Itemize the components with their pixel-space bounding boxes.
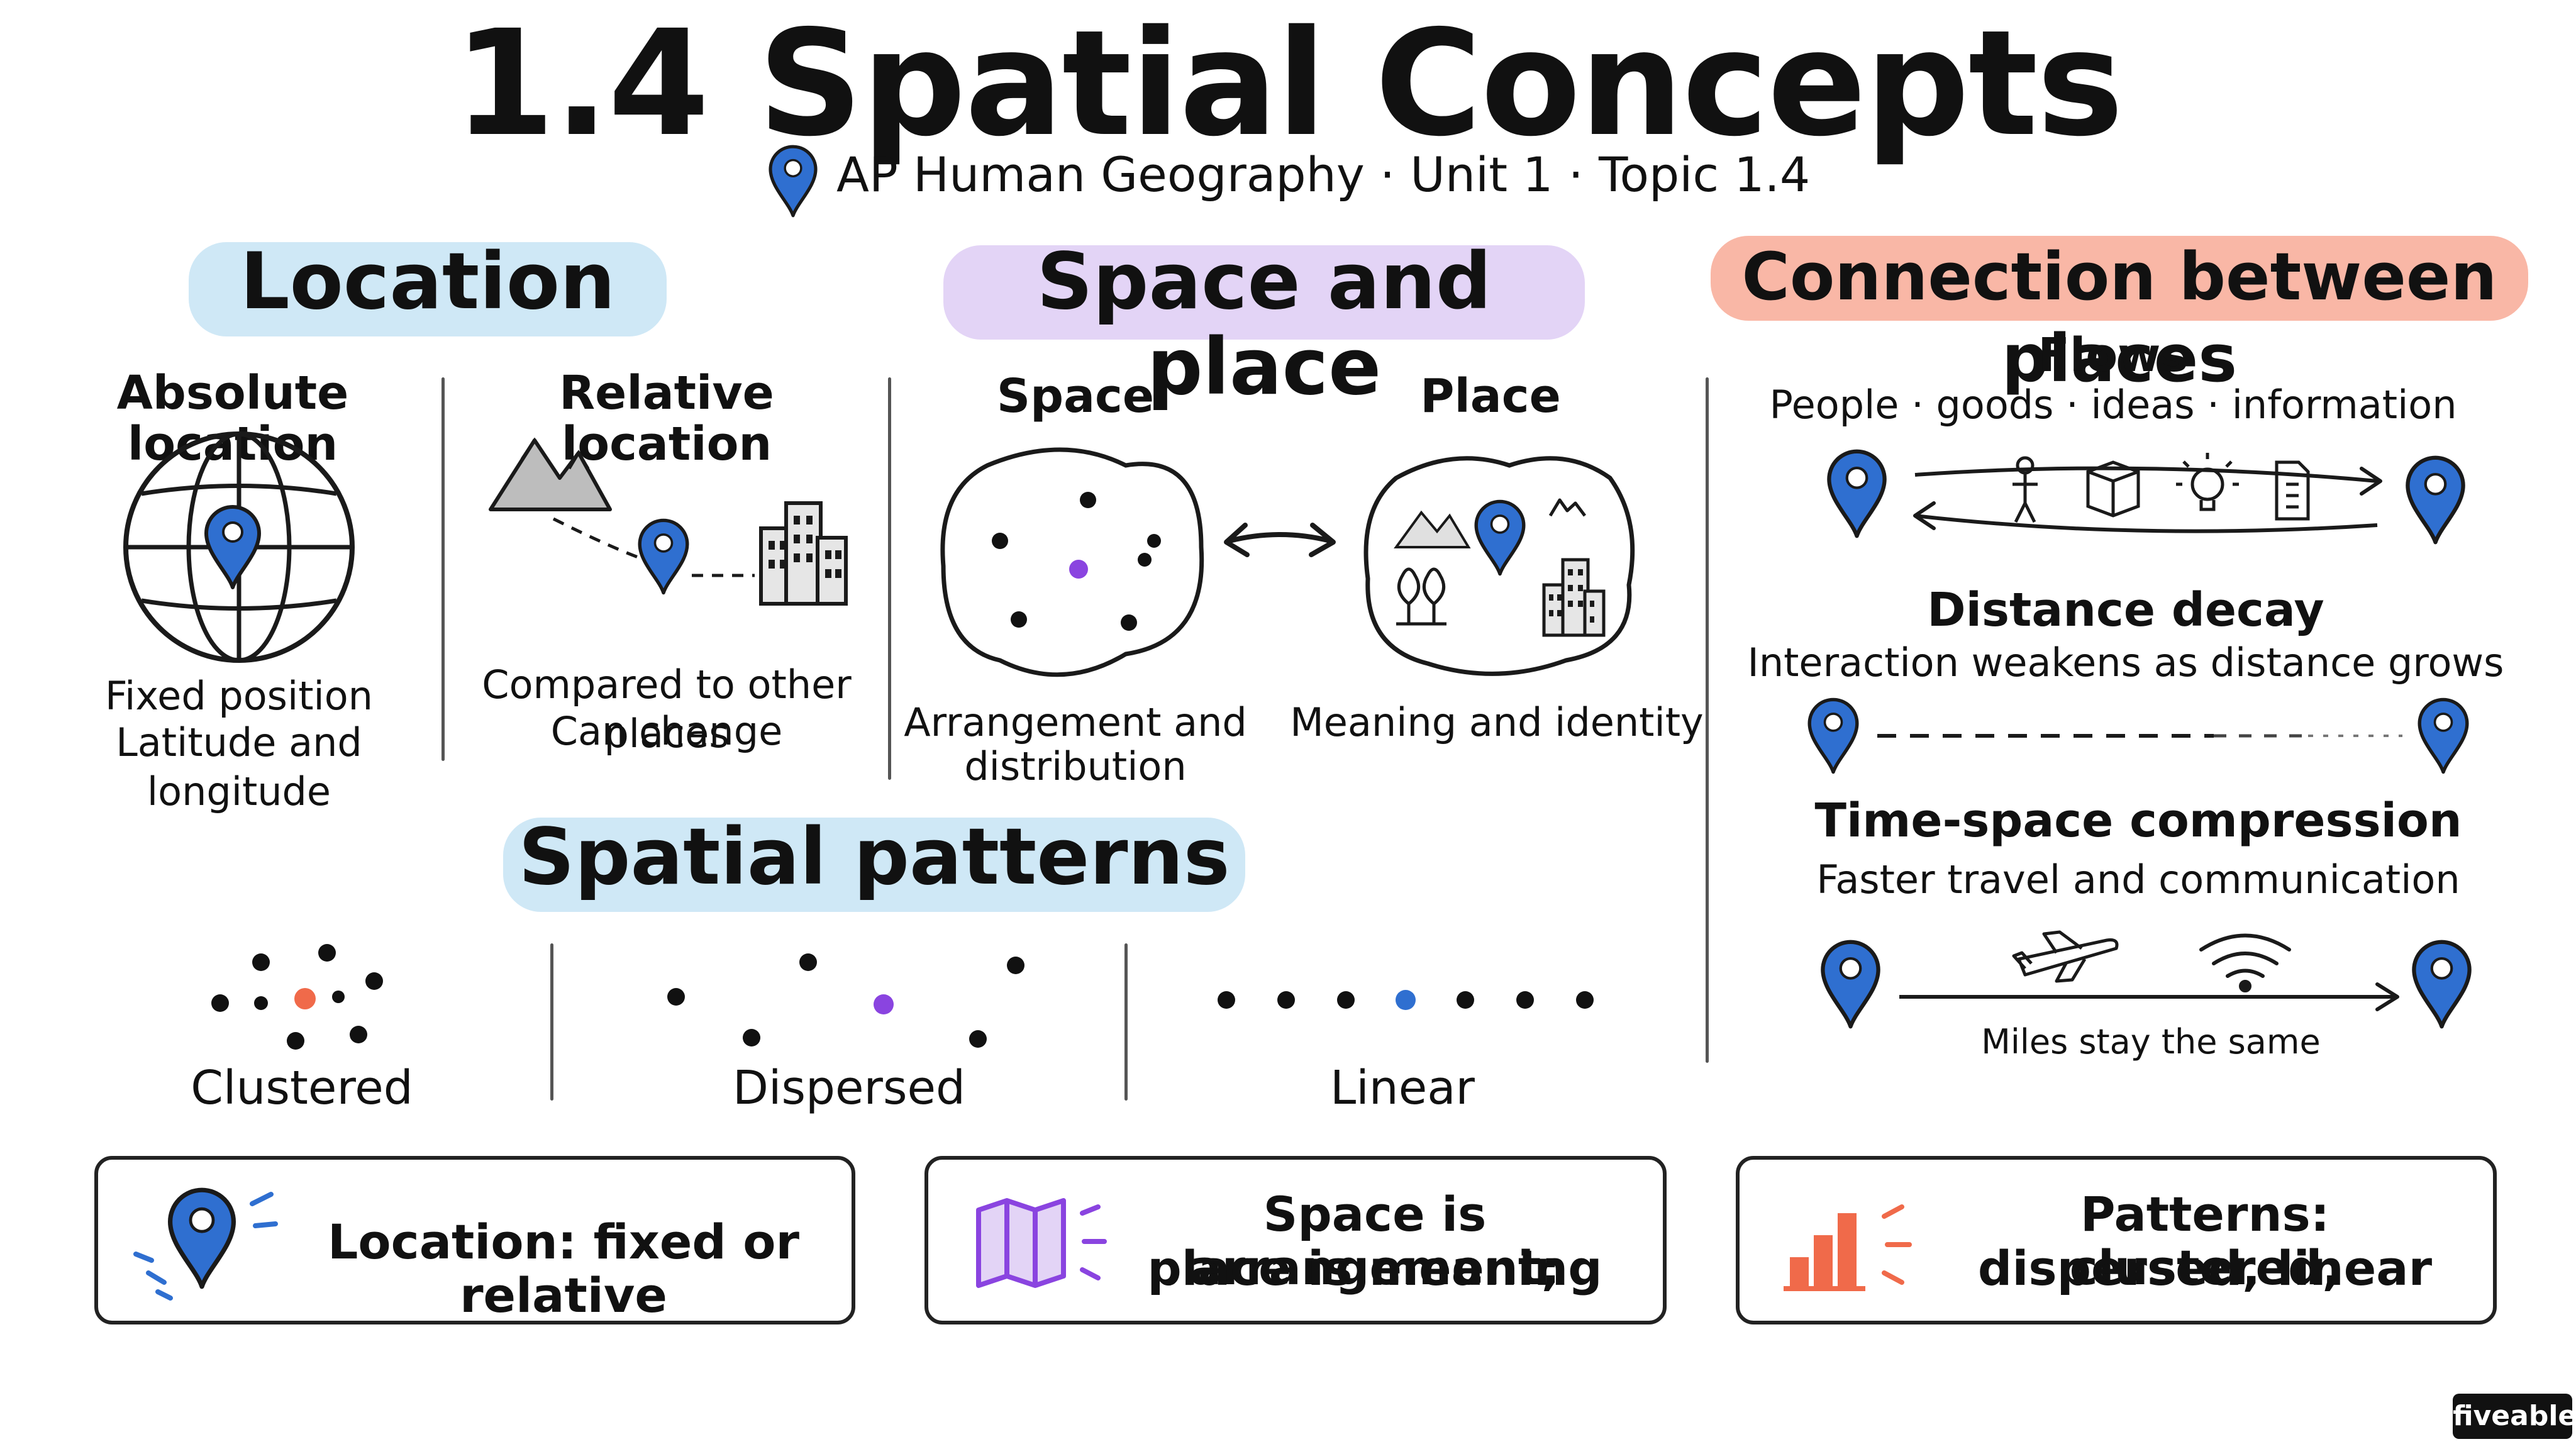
absolute-location-line1: Fixed position (105, 673, 373, 719)
dispersed-dots-icon (667, 953, 1024, 1048)
space-blob-icon (940, 447, 1204, 677)
map-pin-icon (2407, 458, 2463, 542)
distance-decay-caption: Interaction weakens as distance grows (1747, 640, 2504, 686)
absolute-location-line2: Latitude and longitude (116, 719, 362, 814)
city-buildings-icon (759, 501, 848, 606)
absolute-location-label: Absolute location (116, 366, 349, 472)
package-icon (2086, 460, 2140, 518)
brand-logo: fiveable (2453, 1394, 2576, 1439)
time-space-label: Time-space compression (1814, 794, 2462, 848)
flows-items: People · goods · ideas · information (1769, 382, 2457, 428)
patterns-highlight (503, 818, 1245, 912)
bar-chart-icon (1784, 1204, 1912, 1291)
summary-card-text: Patterns: clustered, (2069, 1186, 2341, 1296)
time-space-caption: Faster travel and communication (1816, 857, 2460, 902)
person-icon (2012, 456, 2038, 523)
trees-icon (1396, 567, 1446, 626)
flows-label: Flows (2038, 328, 2189, 382)
globe-with-pin-icon (123, 431, 355, 663)
space-caption-line1: Arrangement and (904, 699, 1247, 745)
map-pin-icon (2419, 699, 2467, 772)
map-pin-icon (1823, 942, 1878, 1026)
folded-map-icon (976, 1198, 1107, 1288)
map-pin-icon (766, 143, 820, 219)
place-caption: Meaning and identity (1290, 699, 1704, 745)
summary-card-space: Space is arrangement; place is meaning (924, 1156, 1667, 1324)
map-pin-icon (2414, 942, 2469, 1026)
summary-card-text: Space is arrangement; (1189, 1186, 1560, 1296)
page-subtitle: AP Human Geography · Unit 1 · Topic 1.4 (836, 147, 1811, 203)
map-pin-icon (1829, 452, 1884, 536)
time-space-note: Miles stay the same (1981, 1022, 2321, 1062)
space-caption-line2: distribution (964, 743, 1187, 789)
space-place-heading: Space and place (1036, 236, 1492, 413)
divider (888, 377, 891, 780)
summary-card-text: dispersed, linear (1977, 1240, 2433, 1296)
map-pin-icon (640, 520, 687, 592)
summary-card-text: Location: fixed or relative (328, 1214, 799, 1324)
patterns-heading: Spatial patterns (518, 812, 1230, 902)
time-space-illustration (1818, 930, 2478, 1038)
page-title: 1.4 Spatial Concepts (453, 0, 2124, 169)
connection-highlight (1711, 236, 2528, 321)
location-highlight (189, 242, 667, 336)
mountains-icon (489, 437, 612, 511)
clustered-dots-icon (211, 944, 383, 1050)
linear-dots-icon (1218, 990, 1594, 1010)
summary-card-location: Location: fixed or relative (94, 1156, 855, 1324)
map-pin-icon (133, 1179, 278, 1301)
space-label: Space (996, 369, 1155, 423)
airplane-icon (2012, 930, 2119, 983)
summary-card-patterns: Patterns: clustered, dispersed, linear (1736, 1156, 2497, 1324)
summary-card-text: place is meaning (1147, 1240, 1602, 1296)
dispersed-label: Dispersed (732, 1061, 966, 1115)
map-pin-icon (1809, 699, 1857, 772)
place-label: Place (1420, 369, 1561, 423)
relative-location-label: Relative location (559, 366, 774, 472)
place-blob-icon (1363, 456, 1635, 676)
relative-location-illustration (489, 437, 848, 606)
distance-decay-illustration (1805, 692, 2478, 780)
divider (441, 377, 445, 761)
clustered-label: Clustered (191, 1061, 413, 1115)
linear-label: Linear (1330, 1061, 1475, 1115)
space-place-highlight (943, 245, 1585, 340)
double-arrow-icon (1224, 523, 1336, 557)
divider (550, 943, 553, 1101)
wifi-icon (2199, 933, 2291, 992)
flows-illustration (1824, 440, 2478, 553)
relative-location-line1: Compared to other places (482, 662, 852, 757)
city-buildings-icon (1542, 558, 1606, 637)
lightbulb-icon (2176, 453, 2239, 511)
divider (1124, 943, 1128, 1101)
connection-heading: Connection between places (1741, 238, 2497, 397)
relative-location-line2: Can change (550, 708, 783, 754)
divider (1706, 377, 1709, 1063)
mountains-icon (1394, 510, 1471, 548)
location-heading: Location (240, 236, 616, 327)
document-icon (2275, 460, 2310, 521)
distance-decay-label: Distance decay (1927, 583, 2324, 637)
